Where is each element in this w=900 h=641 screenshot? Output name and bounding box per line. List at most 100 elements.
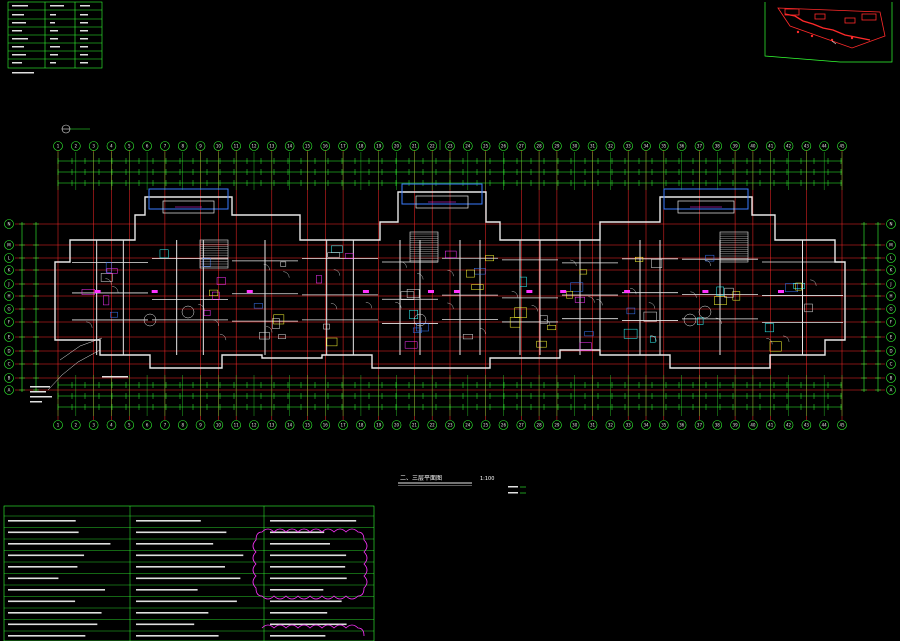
- drawing-title-text: 二、三层平面图: [400, 475, 442, 482]
- axis-bubble: [765, 141, 776, 151]
- axis-bubble: [71, 141, 81, 151]
- fixture: [732, 291, 741, 301]
- fixture: [540, 315, 548, 324]
- axis-bubble-label: 39: [733, 423, 739, 428]
- axis-bubble-label: 5: [128, 144, 131, 149]
- note-line: [270, 566, 346, 568]
- index-mark: [61, 124, 90, 134]
- axis-bubble: [373, 141, 384, 151]
- door-swing: [715, 317, 722, 325]
- balcony-outline: [148, 188, 229, 210]
- axis-bubble: [748, 141, 758, 151]
- door-swing: [112, 286, 119, 293]
- fixture: [103, 295, 110, 306]
- axis-bubble: [284, 141, 295, 151]
- axis-bubble-label: 7: [164, 423, 167, 428]
- axis-bubble: [4, 291, 14, 301]
- axis-bubble: [4, 219, 14, 229]
- fixture: [327, 252, 341, 258]
- axis-bubble: [4, 332, 14, 342]
- axis-bubble: [4, 304, 14, 314]
- axis-bubble: [4, 240, 14, 250]
- axis-bubble-label: 12: [251, 423, 257, 428]
- axis-bubble-label: J: [7, 282, 9, 287]
- axis-bubble: [231, 141, 241, 151]
- door-swing: [588, 296, 595, 303]
- fixture: [471, 284, 484, 290]
- axis-bubble: [783, 420, 794, 430]
- axis-bubbles: 1122334455667788991010111112121313141415…: [4, 141, 896, 430]
- door-swing: [596, 299, 603, 306]
- axis-bubble: [694, 141, 705, 151]
- axis-bubble: [463, 420, 473, 430]
- axis-bubble: [730, 141, 740, 151]
- axis-bubble: [249, 141, 259, 151]
- axis-bubble-label: E: [890, 335, 893, 340]
- balcony-outline: [401, 183, 483, 205]
- axis-bubble: [516, 420, 527, 430]
- axis-bubble: [886, 373, 896, 383]
- note-line: [8, 554, 85, 557]
- door-swing: [648, 302, 656, 309]
- axis-bubble-label: C: [8, 362, 11, 367]
- axis-bubble-label: 33: [626, 144, 632, 149]
- axis-bubble: [783, 141, 794, 151]
- fixture: [406, 289, 420, 298]
- highlight-mark: [246, 290, 253, 293]
- axis-bubble-label: 30: [572, 423, 578, 428]
- axis-bubble-label: 22: [430, 144, 436, 149]
- fixture: [202, 257, 211, 268]
- axis-bubble-label: G: [889, 307, 892, 312]
- axis-bubble-label: 1: [57, 144, 60, 149]
- note-line: [8, 543, 111, 545]
- fixture: [253, 303, 263, 309]
- note-line: [136, 566, 225, 568]
- axis-bubble-label: 22: [430, 423, 436, 428]
- fixture: [635, 256, 644, 262]
- axis-bubble: [801, 141, 812, 151]
- floor-plan-walls: [54, 183, 846, 369]
- fixture-circle: [143, 313, 157, 327]
- axis-bubble-label: 41: [768, 144, 774, 149]
- note-line: [270, 589, 324, 591]
- axis-bubble-label: 38: [715, 423, 721, 428]
- axis-bubble: [587, 420, 598, 430]
- door-swing: [283, 271, 290, 278]
- axis-bubble-label: 3: [92, 144, 95, 149]
- axis-bubble-label: 38: [715, 144, 721, 149]
- fixture: [466, 269, 475, 278]
- axis-bubble: [373, 420, 384, 430]
- door-swing: [212, 319, 219, 326]
- fixture: [514, 307, 527, 318]
- axis-bubble: [886, 317, 896, 327]
- axis-bubble: [427, 141, 437, 151]
- axis-bubble: [569, 141, 580, 151]
- axis-bubble-label: 9: [199, 144, 202, 149]
- door-swing: [630, 288, 637, 295]
- fixture: [785, 283, 798, 293]
- axis-bubble: [4, 265, 14, 275]
- axis-bubble: [445, 141, 455, 151]
- axis-bubble-label: 25: [483, 144, 489, 149]
- axis-bubble: [302, 420, 313, 430]
- axis-bubble-label: D: [889, 349, 892, 354]
- axis-bubble-label: 15: [305, 423, 311, 428]
- legend-table-marks: [12, 5, 90, 74]
- axis-bubble-label: 27: [519, 144, 525, 149]
- axis-bubble: [427, 420, 437, 430]
- axis-bubble-label: 27: [519, 423, 525, 428]
- axis-bubble: [356, 420, 366, 430]
- axis-bubble-label: 4: [110, 144, 113, 149]
- axis-bubble-label: 8: [181, 144, 184, 149]
- door-swing: [650, 335, 657, 342]
- axis-bubble-label: 13: [269, 144, 275, 149]
- axis-bubble: [886, 265, 896, 275]
- axis-bubble: [302, 141, 313, 151]
- fixture: [623, 328, 638, 339]
- fixture: [280, 261, 287, 267]
- highlight-mark: [526, 290, 533, 293]
- door-swing: [766, 338, 773, 345]
- axis-bubble: [886, 291, 896, 301]
